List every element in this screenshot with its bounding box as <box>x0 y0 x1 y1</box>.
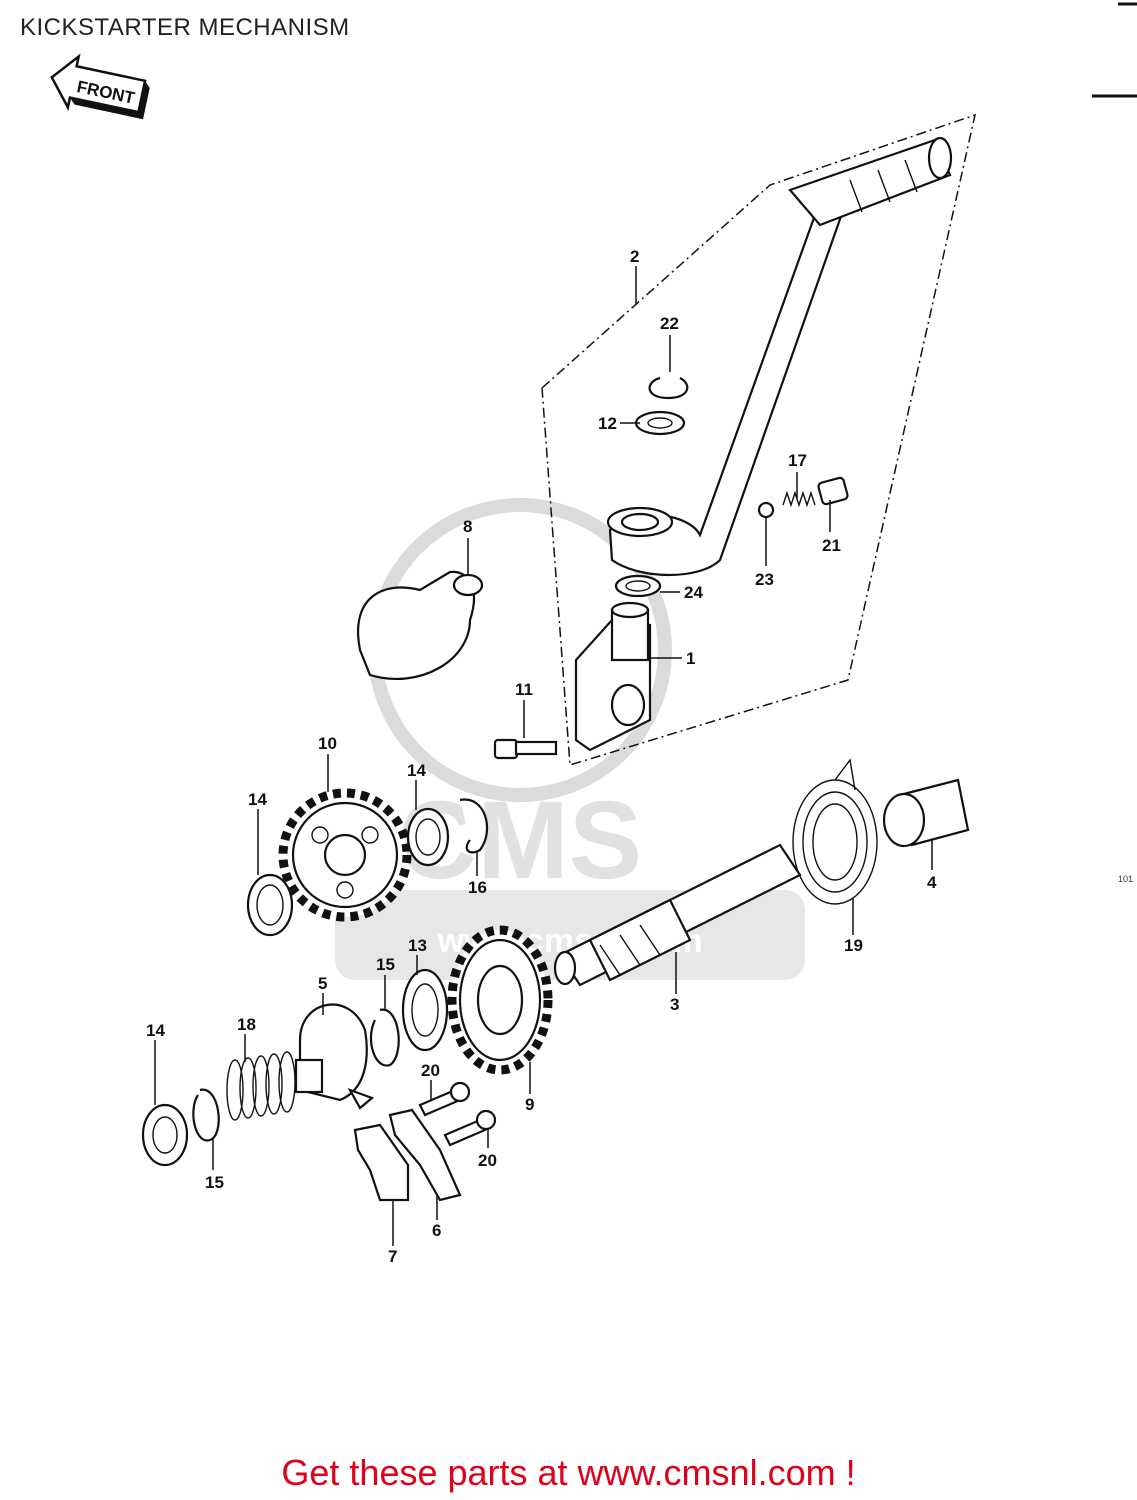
diagram-title: KICKSTARTER MECHANISM <box>20 14 350 41</box>
washer-12 <box>634 410 686 436</box>
plate-7 <box>353 1123 410 1202</box>
label-9: 9 <box>525 1095 534 1114</box>
washer-14a <box>246 873 294 937</box>
footer-link[interactable]: Get these parts at www.cmsnl.com ! <box>281 1452 856 1493</box>
spring-18 <box>226 1051 296 1121</box>
label-24: 24 <box>684 583 703 602</box>
label-5: 5 <box>318 974 327 993</box>
label-6: 6 <box>432 1221 441 1240</box>
washer-13 <box>401 968 449 1052</box>
label-17: 17 <box>788 451 807 470</box>
label-14b: 14 <box>407 761 426 780</box>
washer-14c <box>141 1103 189 1167</box>
label-15b: 15 <box>205 1173 224 1192</box>
circlip-22 <box>648 376 689 400</box>
kick-boss-1 <box>574 601 652 752</box>
label-4: 4 <box>927 873 937 892</box>
circlip-15b <box>192 1088 220 1142</box>
label-7: 7 <box>388 1247 397 1266</box>
label-13: 13 <box>408 936 427 955</box>
label-3: 3 <box>670 995 679 1014</box>
label-14a: 14 <box>248 790 267 809</box>
return-spring-19 <box>792 758 878 905</box>
corner-code: 101 <box>1117 874 1133 884</box>
seal-24 <box>614 574 662 598</box>
label-1: 1 <box>686 649 695 668</box>
label-18: 18 <box>237 1015 256 1034</box>
label-2: 2 <box>630 247 639 266</box>
gear-10 <box>278 788 412 922</box>
ratchet-5 <box>294 1003 375 1110</box>
washer-14b <box>406 807 450 867</box>
label-10: 10 <box>318 734 337 753</box>
bolts-20 <box>418 1081 497 1147</box>
front-arrow-icon: FRONT <box>50 53 150 120</box>
label-11: 11 <box>515 680 533 699</box>
plate-6 <box>388 1108 462 1202</box>
label-23: 23 <box>755 570 774 589</box>
kick-lever <box>606 136 953 577</box>
leader-lines <box>154 266 933 1246</box>
label-19: 19 <box>844 936 863 955</box>
part-number-labels: 2 22 12 17 21 23 24 1 8 11 10 14 14 16 4… <box>146 247 937 1266</box>
label-16: 16 <box>468 878 487 897</box>
detent-parts <box>757 476 849 519</box>
spring-holder-4 <box>882 778 970 848</box>
label-12: 12 <box>598 414 617 433</box>
circlip-16 <box>459 798 489 854</box>
gear-9 <box>447 925 553 1075</box>
bolt-11 <box>493 738 558 760</box>
label-15a: 15 <box>376 955 395 974</box>
label-14c: 14 <box>146 1021 165 1040</box>
label-20b: 20 <box>478 1151 497 1170</box>
label-8: 8 <box>463 517 472 536</box>
label-21: 21 <box>822 536 841 555</box>
circlip-15a <box>370 1008 400 1067</box>
label-22: 22 <box>660 314 679 333</box>
label-20a: 20 <box>421 1061 440 1080</box>
